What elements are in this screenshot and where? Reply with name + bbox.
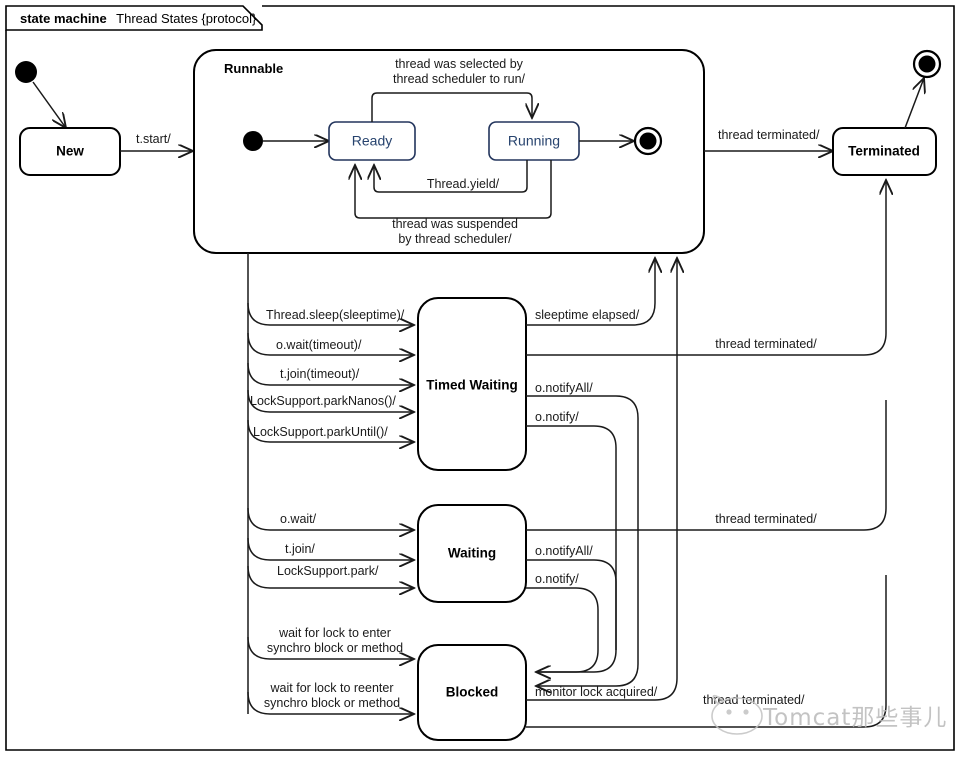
chat-bubble-tail-icon <box>712 694 725 705</box>
state-terminated[interactable]: Terminated <box>832 127 937 176</box>
edge-timed-waiting-notify-to-blocked <box>526 425 617 672</box>
label-thread-yield: Thread.yield/ <box>427 177 500 191</box>
edge-to-blocked-reenter <box>247 691 414 714</box>
final-state-node-ring <box>912 49 942 79</box>
edge-timed-waiting-to-terminated <box>526 180 886 356</box>
label-o-wait: o.wait/ <box>280 512 317 526</box>
state-new-label: New <box>56 144 84 159</box>
frame-title: Thread States {protocol} <box>116 11 257 26</box>
state-timed-waiting[interactable]: Timed Waiting <box>417 297 527 471</box>
state-waiting-label: Waiting <box>448 546 496 561</box>
label-thread-sleep: Thread.sleep(sleeptime)/ <box>266 308 405 322</box>
edge-waiting-notify-to-blocked <box>526 587 599 673</box>
runnable-initial-node <box>243 131 263 151</box>
label-suspended-line1: thread was suspended <box>392 217 518 231</box>
state-blocked-label: Blocked <box>446 685 499 700</box>
substate-ready[interactable]: Ready <box>328 121 416 161</box>
label-lock-enter-line1: wait for lock to enter <box>278 626 391 640</box>
initial-state-node <box>15 61 37 83</box>
label-park: LockSupport.park/ <box>277 564 379 578</box>
edge-running-to-ready-suspended <box>355 160 552 219</box>
state-new[interactable]: New <box>19 127 121 176</box>
edge-to-blocked-enter <box>247 636 414 659</box>
edge-to-timed-waiting-join-timeout <box>247 362 414 385</box>
chat-bubble-eye-right-icon <box>743 709 749 715</box>
label-selected-line1: thread was selected by <box>395 57 524 71</box>
edge-terminated-to-final <box>904 78 924 129</box>
state-waiting[interactable]: Waiting <box>417 504 527 603</box>
chat-bubble-eye-left-icon <box>726 709 732 715</box>
runnable-final-node-core <box>639 132 657 150</box>
label-terminated-mid: thread terminated/ <box>715 337 817 351</box>
edge-running-to-ready-yield <box>374 160 528 193</box>
state-terminated-label: Terminated <box>848 144 920 159</box>
label-sleeptime-elapsed: sleeptime elapsed/ <box>535 308 640 322</box>
edge-blocked-to-terminated <box>526 575 887 728</box>
label-lock-enter-line2: synchro block or method <box>267 641 403 655</box>
substate-ready-label: Ready <box>352 133 392 149</box>
label-selected-line2: thread scheduler to run/ <box>393 72 526 86</box>
watermark: Tomcat那些事儿 <box>711 694 947 735</box>
edge-to-timed-waiting-wait-timeout <box>247 332 414 355</box>
label-terminated-low: thread terminated/ <box>715 512 817 526</box>
diagram-frame: state machine Thread States {protocol} <box>5 5 955 751</box>
edge-to-timed-waiting-park-until <box>247 419 414 442</box>
edge-to-waiting-join <box>247 537 414 560</box>
edge-to-waiting-park <box>247 565 414 588</box>
substate-running-label: Running <box>508 133 560 149</box>
edge-waiting-notifyall-to-blocked <box>526 559 617 650</box>
frame-keyword: state machine <box>20 11 107 26</box>
state-timed-waiting-label: Timed Waiting <box>426 378 518 393</box>
edge-to-timed-waiting-park-nanos <box>247 389 414 412</box>
label-suspended-line2: by thread scheduler/ <box>398 232 512 246</box>
label-lock-reenter-line2: synchro block or method <box>264 696 400 710</box>
label-monitor-acquired: monitor lock acquired/ <box>535 685 658 699</box>
edge-blocked-to-runnable <box>526 258 677 701</box>
runnable-final-node-ring <box>633 126 663 156</box>
edge-timed-waiting-to-runnable <box>526 258 655 326</box>
label-wait-timeout: o.wait(timeout)/ <box>276 338 362 352</box>
label-notifyall-timed: o.notifyAll/ <box>535 381 593 395</box>
edge-initial-to-new <box>32 81 66 128</box>
label-notify-waiting: o.notify/ <box>535 572 579 586</box>
edge-to-timed-waiting-sleep <box>247 302 414 325</box>
label-park-until: LockSupport.parkUntil()/ <box>253 425 388 439</box>
edge-ready-to-running <box>371 92 532 122</box>
label-notify-timed: o.notify/ <box>535 410 579 424</box>
label-lock-reenter-line1: wait for lock to reenter <box>270 681 394 695</box>
label-notifyall-waiting: o.notifyAll/ <box>535 544 593 558</box>
frame-title-group: state machine Thread States {protocol} <box>20 10 257 27</box>
label-t-join: t.join/ <box>285 542 315 556</box>
edge-timed-waiting-notifyall-to-blocked <box>526 395 639 686</box>
watermark-label: Tomcat那些事儿 <box>762 705 947 731</box>
state-blocked[interactable]: Blocked <box>417 644 527 741</box>
final-state-node-core <box>918 55 936 73</box>
edge-to-waiting-wait <box>247 507 414 530</box>
label-terminated-bottom: thread terminated/ <box>703 693 805 707</box>
label-terminated-top: thread terminated/ <box>718 128 820 142</box>
edge-waiting-to-terminated <box>526 400 887 531</box>
label-join-timeout: t.join(timeout)/ <box>280 367 360 381</box>
label-park-nanos: LockSupport.parkNanos()/ <box>250 394 396 408</box>
substate-running[interactable]: Running <box>488 121 580 161</box>
state-runnable-label: Runnable <box>224 61 283 76</box>
label-t-start: t.start/ <box>136 132 171 146</box>
chat-bubble-icon <box>711 697 763 735</box>
